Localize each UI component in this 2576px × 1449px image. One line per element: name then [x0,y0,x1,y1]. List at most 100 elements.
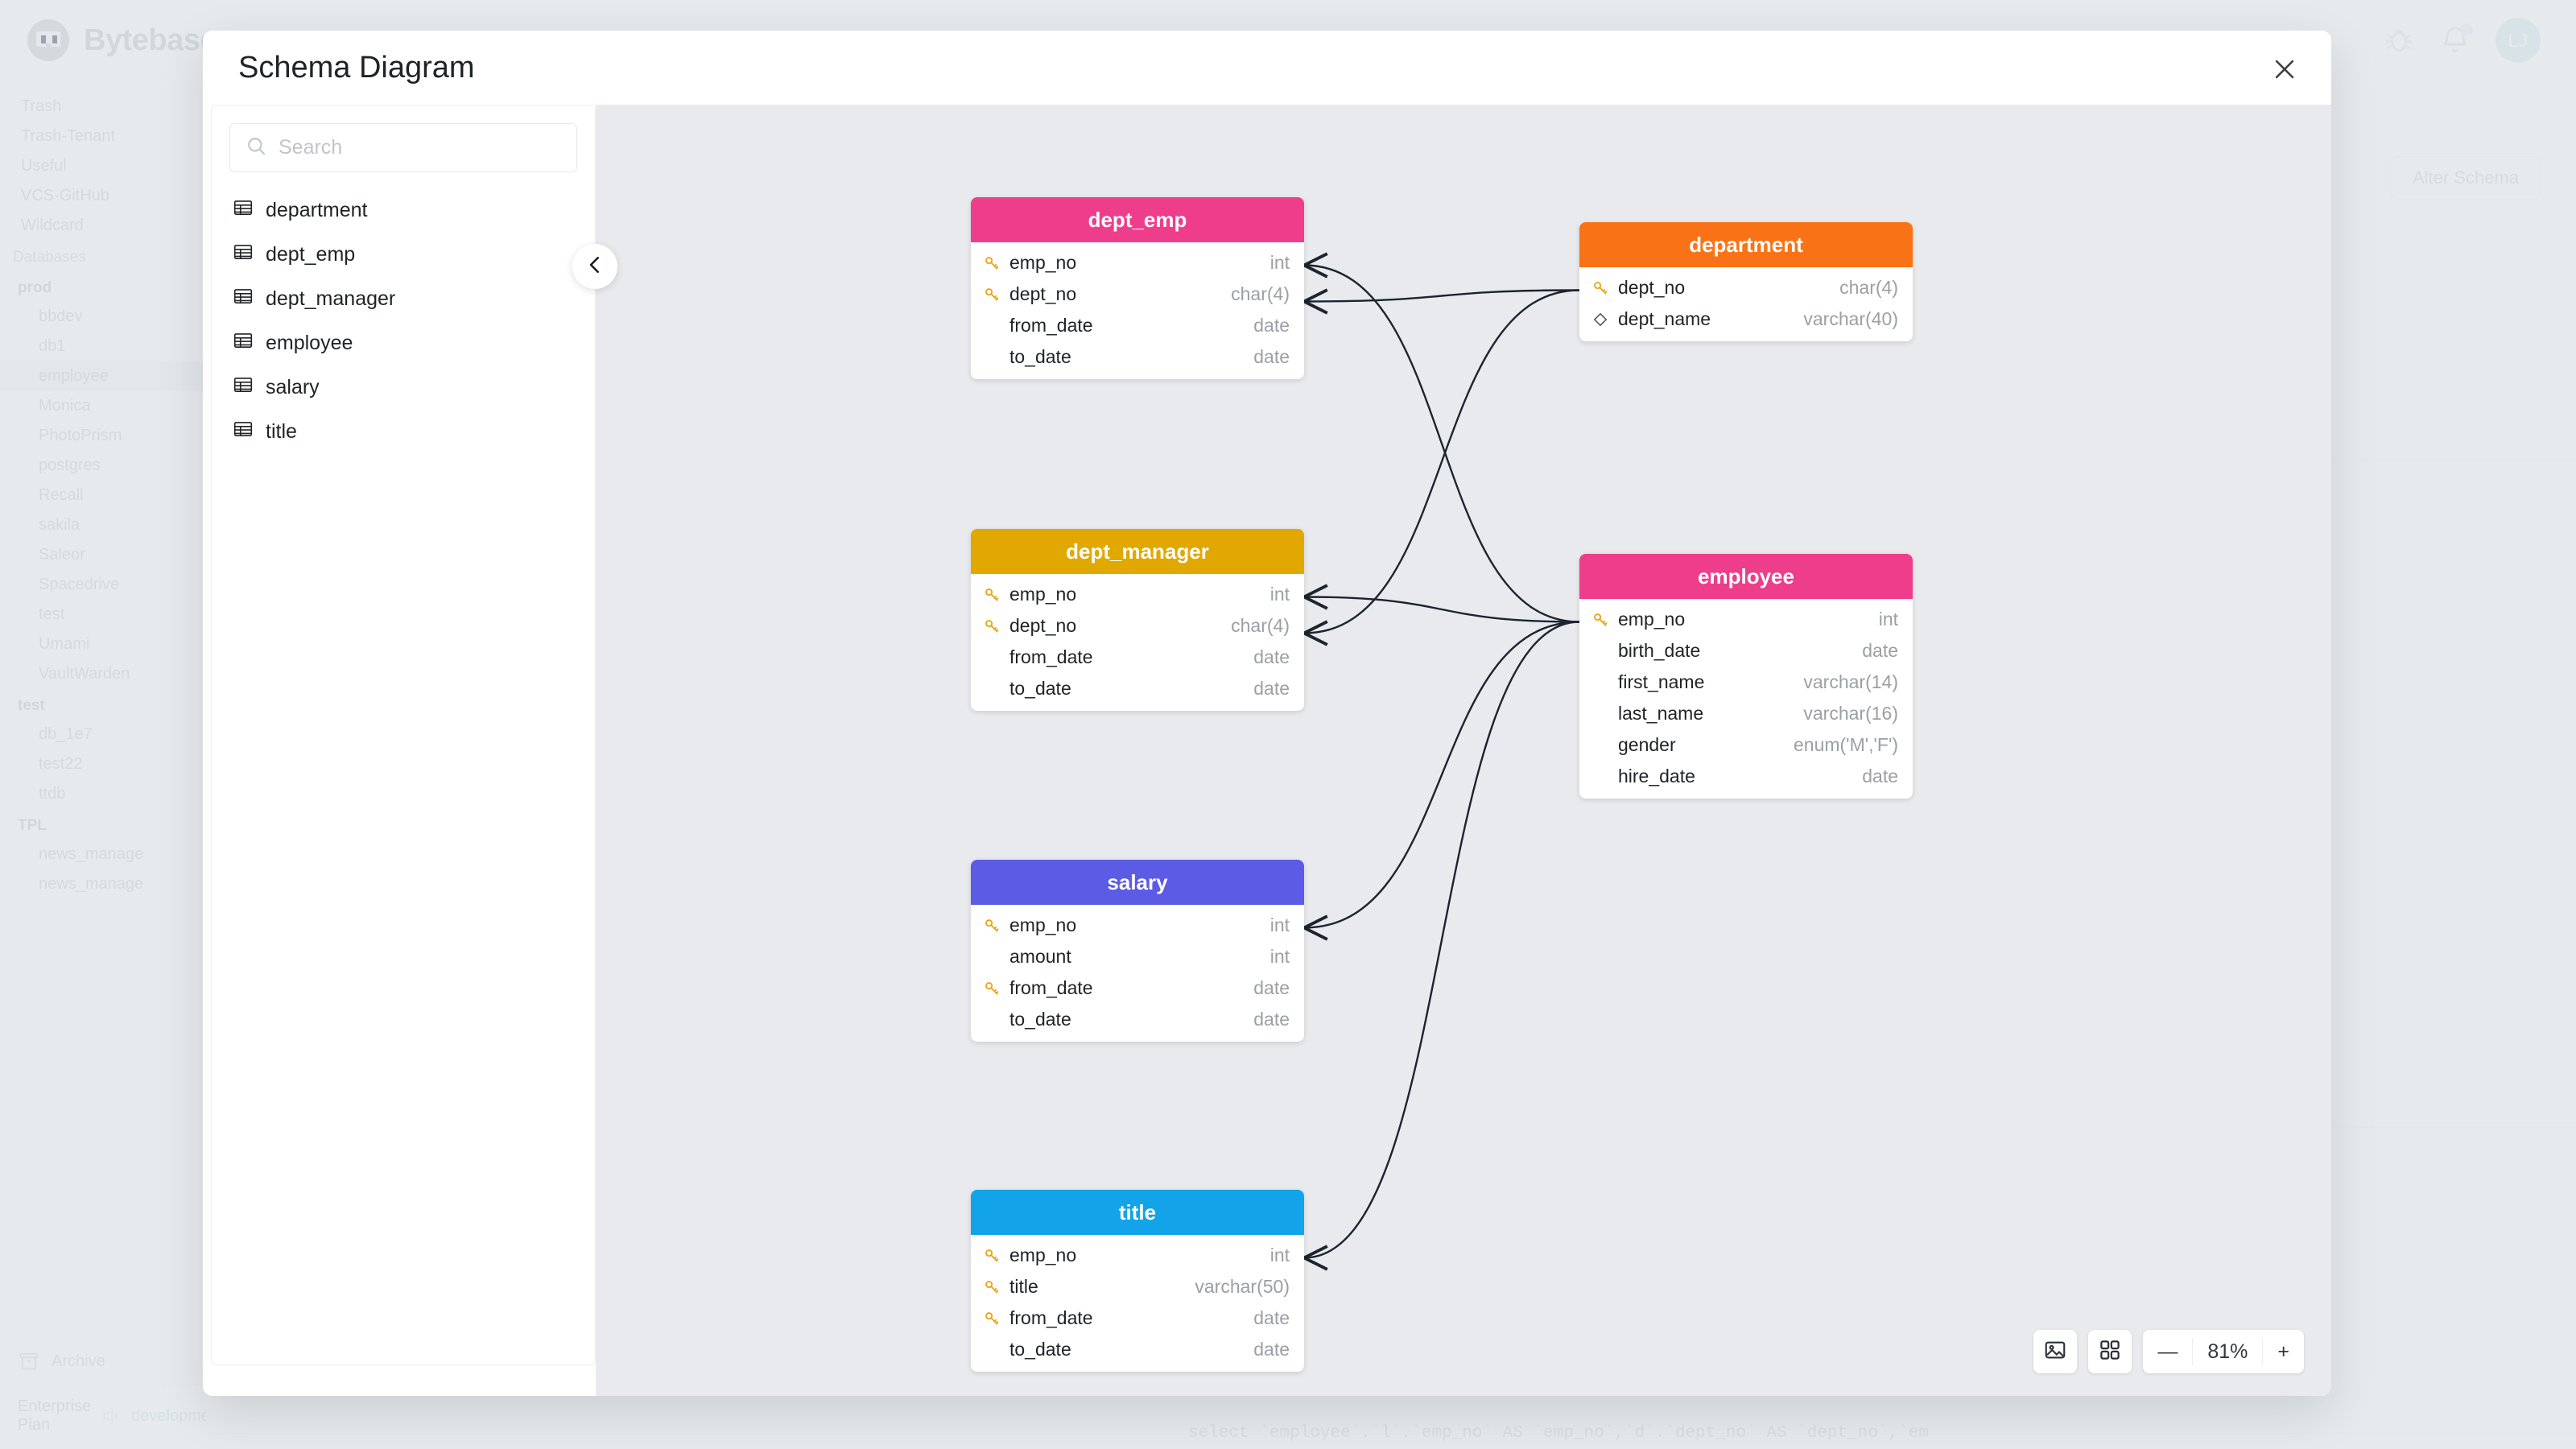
search-box[interactable] [229,123,577,172]
column-name: from_date [1009,977,1093,998]
table-row[interactable]: gender enum('M','F') [1579,729,1913,761]
list-item[interactable]: department [212,188,595,233]
key-icon [982,1246,1001,1265]
column-name: to_date [1009,678,1071,699]
key-icon [982,1309,1001,1328]
column-type: int [1269,584,1290,605]
chevron-left-icon [583,253,607,281]
column-type: enum('M','F') [1793,734,1898,755]
relationship-edge [1304,597,1580,623]
search-input[interactable] [279,136,562,159]
key-icon [1591,279,1610,298]
column-name: first_name [1618,671,1705,692]
list-item[interactable]: salary [212,365,595,410]
column-type: char(4) [1839,277,1898,298]
key-icon [982,585,1001,605]
collapse-panel-button[interactable] [572,244,617,289]
relationship-edges [596,105,1580,1396]
table-row[interactable]: title varchar(50) [971,1271,1304,1302]
column-type: int [1269,1245,1290,1265]
column-name: to_date [1009,346,1071,367]
column-name: from_date [1009,646,1093,667]
column-name: title [1009,1276,1038,1297]
table-icon [233,242,254,268]
table-row[interactable]: emp_no int [971,247,1304,279]
key-icon [982,979,1001,998]
table-node-title: dept_emp [971,197,1304,242]
zoom-out-button[interactable]: — [2157,1340,2178,1363]
column-type: date [1253,646,1290,667]
column-type: varchar(16) [1803,703,1898,724]
relationship-edge [1304,289,1580,634]
zoom-in-button[interactable]: + [2277,1340,2289,1363]
column-name: gender [1618,734,1676,755]
column-name: hire_date [1618,766,1695,786]
table-row[interactable]: first_name varchar(14) [1579,667,1913,698]
table-row[interactable]: birth_date date [1579,635,1913,667]
column-type: int [1269,252,1290,273]
column-type: varchar(50) [1195,1276,1290,1297]
grid-icon [2098,1338,2122,1366]
table-icon [233,374,254,401]
table-node-title: title [971,1190,1304,1235]
key-icon [1591,610,1610,630]
column-type: varchar(14) [1803,671,1898,692]
table-row[interactable]: to_date date [971,341,1304,373]
column-type: varchar(40) [1803,308,1898,329]
column-type: char(4) [1231,615,1290,636]
list-item[interactable]: dept_emp [212,233,595,277]
column-name: amount [1009,946,1071,967]
column-name: emp_no [1009,252,1077,273]
export-image-button[interactable] [2033,1330,2078,1373]
layout-grid-button[interactable] [2088,1330,2132,1373]
table-row[interactable]: from_date date [971,642,1304,673]
column-name: emp_no [1618,609,1686,630]
column-name: dept_no [1618,277,1686,298]
relationship-edge [1304,621,1580,1258]
table-row[interactable]: dept_no char(4) [1579,272,1913,303]
relationship-edge [1304,621,1580,928]
image-icon [2043,1338,2067,1366]
list-item[interactable]: dept_manager [212,277,595,321]
column-name: from_date [1009,1307,1093,1328]
column-type: char(4) [1231,283,1290,304]
column-type: int [1269,914,1290,935]
column-type: date [1862,640,1898,661]
table-icon [233,197,254,224]
list-item[interactable]: employee [212,321,595,365]
column-type: date [1253,346,1290,367]
search-icon [245,134,267,161]
modal-header: Schema Diagram [203,31,2331,105]
list-item-label: salary [266,376,320,398]
page-title: Schema Diagram [238,50,475,85]
column-name: birth_date [1618,640,1701,661]
list-item[interactable]: title [212,410,595,454]
close-icon[interactable] [2267,52,2302,87]
diamond-icon [1591,310,1610,329]
